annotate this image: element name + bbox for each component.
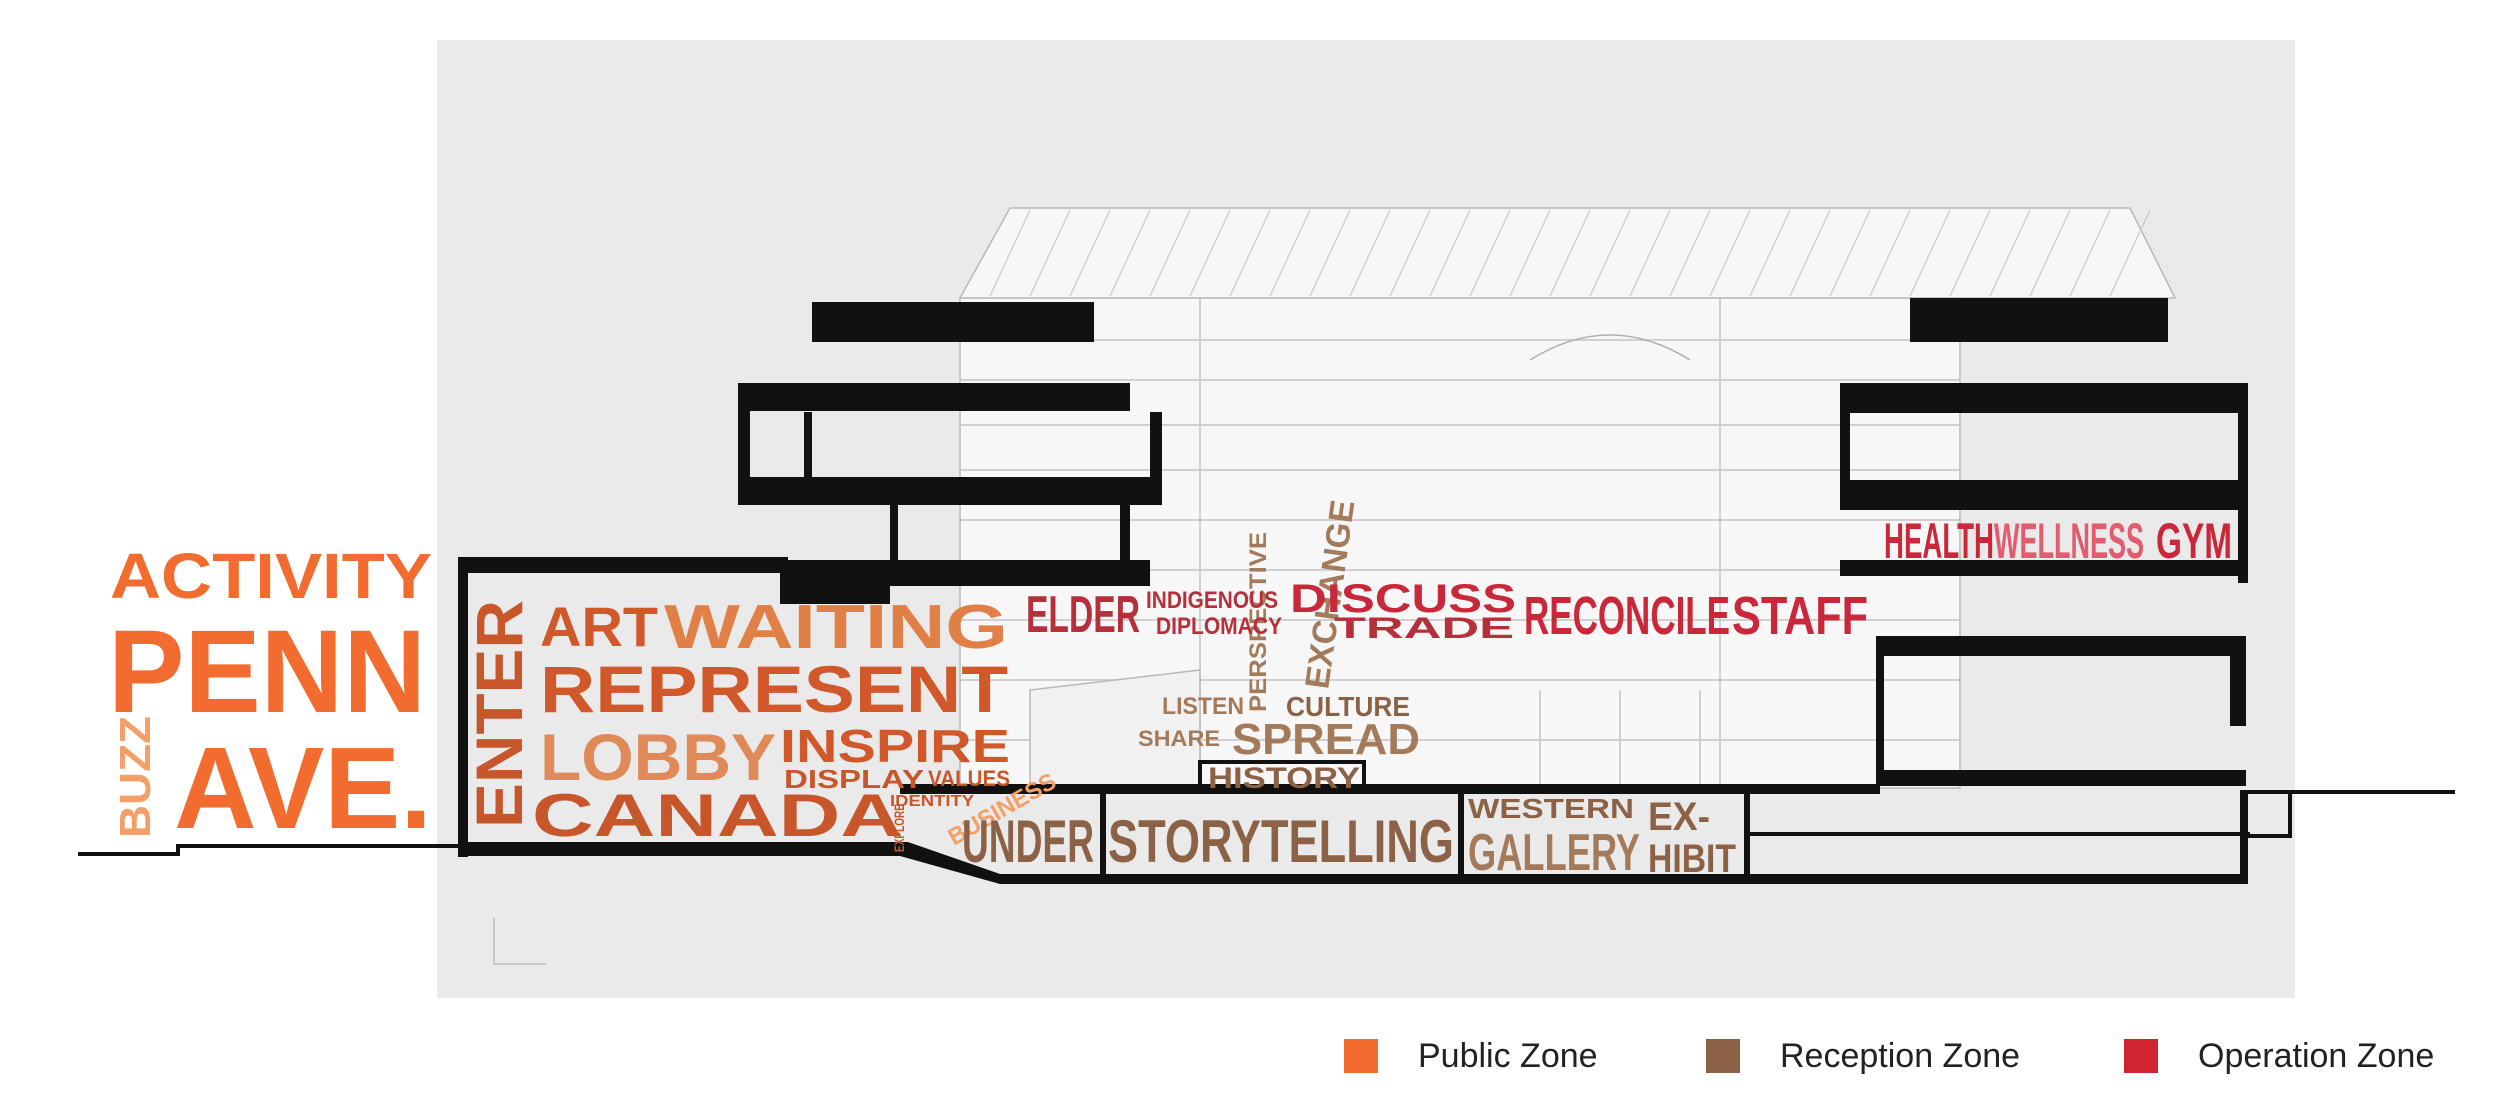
word-elder: ELDER [1026, 586, 1140, 644]
word-history: HISTORY [1208, 762, 1360, 795]
history-band [1198, 760, 1366, 792]
right-basement-line [1750, 832, 2250, 836]
word-wellness: WELLNESS [1994, 513, 2144, 569]
legend-operation: Operation Zone [2124, 1036, 2434, 1076]
word-listen: LISTEN [1162, 693, 1244, 720]
legend-reception: Reception Zone [1706, 1036, 2020, 1076]
operation-zone-label: Operation Zone [2198, 1036, 2435, 1075]
gallery-ceiling [900, 784, 1880, 794]
word-ex: EX- [1648, 795, 1710, 839]
podium-left-wall [458, 557, 468, 857]
word-identity: IDENTITY [890, 793, 974, 810]
word-share: SHARE [1138, 726, 1220, 751]
word-gallery: GALLERY [1468, 824, 1640, 882]
word-represent: REPRESENT [540, 652, 1008, 726]
right-level1-slab [1840, 560, 2248, 576]
lobby-floor [458, 842, 908, 856]
ground-line [78, 790, 2455, 856]
word-indigenous: INDIGENOUS [1146, 587, 1278, 614]
right-roof-slab [1910, 298, 2168, 342]
roof-outline [958, 207, 2177, 299]
word-culture: CULTURE [1286, 691, 1410, 722]
left-wall-b [804, 412, 812, 478]
right-wall-a [1840, 383, 1850, 510]
word-gym: GYM [2156, 513, 2232, 569]
word-penn: PENN [108, 606, 426, 738]
public-zone-label: Public Zone [1418, 1036, 1598, 1075]
word-storytelling: STORYTELLING [1108, 808, 1454, 875]
word-enter: ENTER [462, 600, 536, 828]
word-health: HEALTH [1884, 513, 1994, 569]
arched-window [1529, 334, 1691, 361]
foreground-band [0, 1030, 500, 1116]
right-wall-b [2238, 383, 2248, 583]
word-under: UNDER [962, 808, 1094, 875]
axis-marker [493, 918, 546, 965]
word-ave: AVE. [174, 723, 432, 853]
ramp [900, 842, 1000, 884]
word-western: WESTERN [1468, 793, 1634, 824]
word-trade: TRADE [1334, 612, 1514, 645]
gallery-floor [1000, 874, 2248, 884]
word-lobby: LOBBY [540, 720, 776, 794]
word-discuss: DISCUSS [1290, 577, 1516, 621]
left-wall-c [1150, 412, 1162, 478]
word-art: ART [540, 595, 658, 658]
word-canada: CANADA [532, 782, 902, 849]
word-spread: SPREAD [1232, 715, 1420, 764]
right-level2-slab [1840, 480, 2248, 510]
word-display: DISPLAY [784, 764, 924, 794]
word-values: VALUES [928, 766, 1010, 791]
right-level0-slab [1876, 636, 2246, 656]
word-perspective: PERSPECTIVE [1245, 532, 1272, 712]
word-hibit: HIBIT [1648, 837, 1736, 881]
left-wall-e [1120, 505, 1130, 561]
word-staff: STAFF [1732, 586, 1868, 646]
right-level3-slab [1840, 383, 2248, 413]
podium-roof [458, 557, 788, 573]
gallery-divider-a [1100, 790, 1106, 880]
right-ground-slab [1876, 770, 2246, 786]
word-buzz: BUZZ [111, 716, 160, 838]
left-level3-slab [738, 383, 1130, 411]
gallery-divider-c [1744, 790, 1750, 880]
roof-ribs [989, 209, 2151, 297]
word-inspire: INSPIRE [780, 720, 1010, 772]
word-waiting: WAITING [664, 593, 1008, 662]
existing-floor-lines [960, 298, 1960, 788]
left-level2-slab [738, 477, 1162, 505]
right-wall-c [1876, 636, 1884, 786]
right-wall-d [2230, 636, 2246, 726]
word-activity: ACTIVITY [110, 540, 432, 612]
operation-zone-swatch [2124, 1039, 2158, 1073]
left-roof-slab [812, 302, 1094, 342]
public-zone-swatch [1344, 1039, 1378, 1073]
left-wall-a [738, 383, 750, 505]
reception-zone-swatch [1706, 1039, 1740, 1073]
gallery-divider-b [1458, 790, 1464, 880]
word-explore: EXPLORE [891, 804, 907, 852]
word-diplomacy: DIPLOMACY [1156, 613, 1282, 640]
left-wall-d [890, 505, 898, 561]
left-dark-core [780, 560, 890, 604]
reception-zone-label: Reception Zone [1780, 1036, 2021, 1075]
word-reconcile: RECONCILE [1524, 586, 1730, 646]
new-building [458, 298, 2250, 884]
legend-public: Public Zone [1344, 1036, 1598, 1076]
